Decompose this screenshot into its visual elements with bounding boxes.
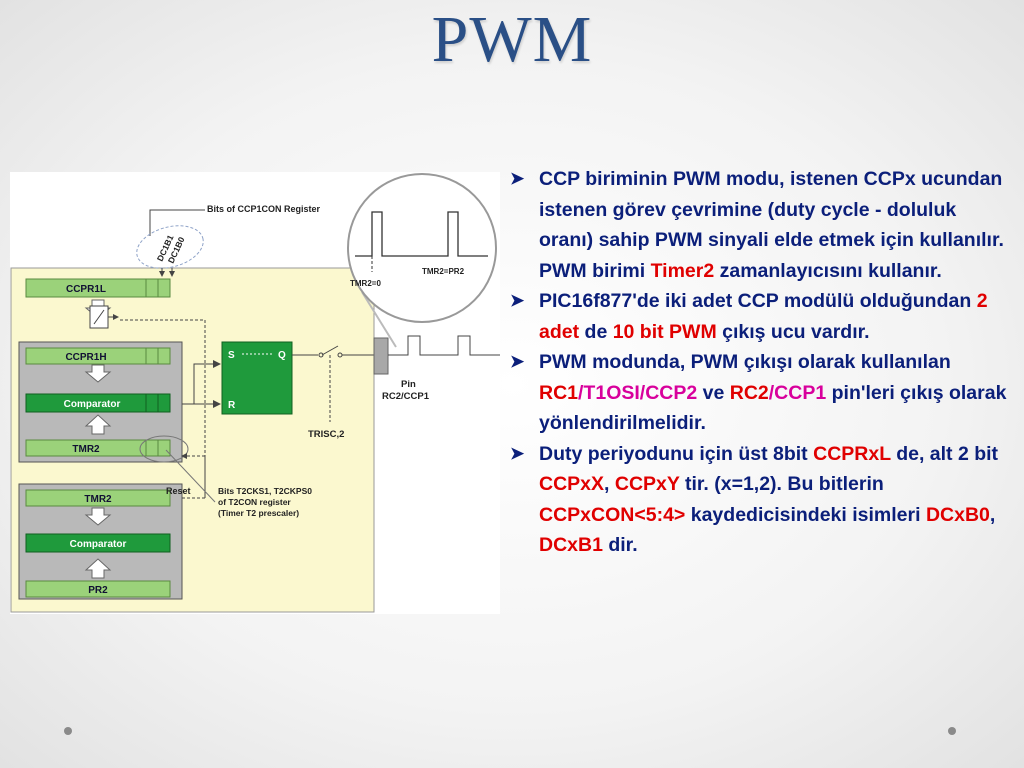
- bullet-3: ➤PWM modunda, PWM çıkışı olarak kullanıl…: [508, 347, 1014, 439]
- svg-text:R: R: [228, 400, 236, 411]
- slide-title: PWM: [431, 3, 593, 76]
- output-pin: [373, 337, 389, 375]
- svg-text:S: S: [228, 350, 235, 361]
- svg-text:PR2: PR2: [88, 585, 108, 596]
- tmr2-zero-label: TMR2=0: [350, 279, 381, 288]
- sr-flipflop: [221, 341, 293, 415]
- pin-name-label: RC2/CCP1: [382, 391, 430, 402]
- bullet-arrow-icon: ➤: [510, 352, 525, 371]
- t2-bits-label-3: (Timer T2 prescaler): [218, 508, 299, 518]
- svg-text:CCPR1L: CCPR1L: [66, 284, 106, 295]
- pr2-register: [25, 580, 171, 598]
- dc-bits-highlight: [136, 225, 204, 269]
- corner-dot-left: [64, 727, 72, 735]
- reset-label: Reset: [166, 486, 191, 496]
- bullet-list: ➤CCP biriminin PWM modu, istenen CCPx uc…: [508, 164, 1014, 561]
- tmr2-register-bottom: [25, 489, 171, 507]
- svg-text:CCPR1H: CCPR1H: [65, 352, 106, 363]
- bullet-4: ➤Duty periyodunu için üst 8bit CCPRxL de…: [508, 439, 1014, 561]
- pwm-block-diagram: Bits of CCP1CON Register DC1B1 DC1B0 CCP…: [10, 172, 500, 614]
- output-waveform: [388, 335, 500, 356]
- bullet-1: ➤CCP biriminin PWM modu, istenen CCPx uc…: [508, 164, 1014, 286]
- waveform-magnifier: [347, 173, 497, 323]
- bullet-arrow-icon: ➤: [510, 443, 525, 463]
- comparator-2: [25, 533, 171, 553]
- tmr2-pr2-label: TMR2=PR2: [422, 267, 465, 276]
- svg-text:TMR2: TMR2: [72, 444, 100, 455]
- corner-dot-right: [948, 727, 956, 735]
- pin-label: Pin: [401, 379, 416, 390]
- svg-text:Comparator: Comparator: [64, 399, 121, 410]
- svg-text:TMR2: TMR2: [84, 494, 112, 505]
- bullet-arrow-icon: ➤: [510, 169, 525, 188]
- ccp1con-label: Bits of CCP1CON Register: [207, 204, 321, 214]
- t2-bits-label-2: of T2CON register: [218, 497, 291, 507]
- svg-text:Comparator: Comparator: [70, 539, 127, 550]
- svg-text:Q: Q: [278, 350, 286, 361]
- trisc-label: TRISC,2: [308, 429, 344, 440]
- t2-bits-label-1: Bits T2CKS1, T2CKPS0: [218, 486, 312, 496]
- bullet-arrow-icon: ➤: [510, 291, 525, 310]
- bullet-2: ➤PIC16f877'de iki adet CCP modülü olduğu…: [508, 286, 1014, 347]
